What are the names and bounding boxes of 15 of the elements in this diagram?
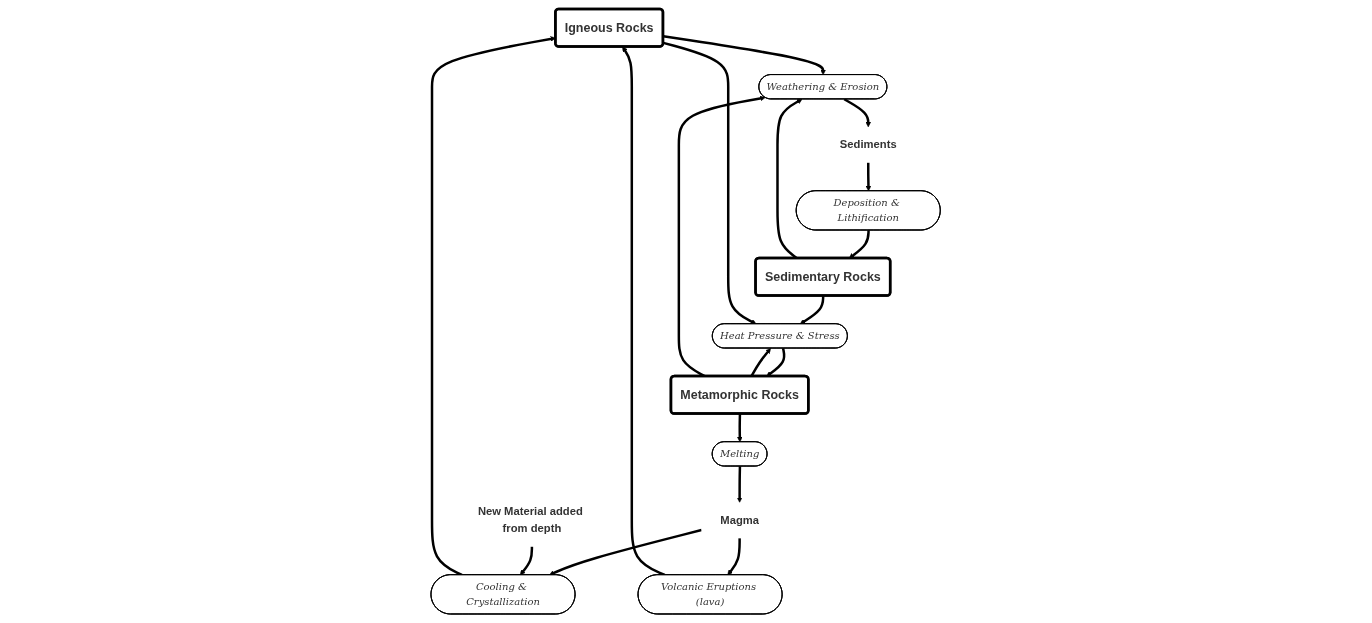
arrow	[737, 413, 743, 443]
arrow	[663, 41, 757, 325]
arrow	[849, 230, 871, 259]
node-text: Sediments	[840, 138, 898, 151]
arrow	[866, 162, 872, 192]
arrow	[843, 98, 872, 128]
arrow	[549, 528, 703, 576]
arrow	[800, 295, 825, 325]
node-text: New Material added from depth	[478, 505, 584, 535]
arrow	[663, 35, 827, 76]
arrow	[520, 546, 534, 576]
arrow	[727, 538, 742, 576]
arrow	[766, 348, 786, 377]
node-text: Magma	[720, 513, 760, 527]
arrow	[737, 466, 743, 503]
